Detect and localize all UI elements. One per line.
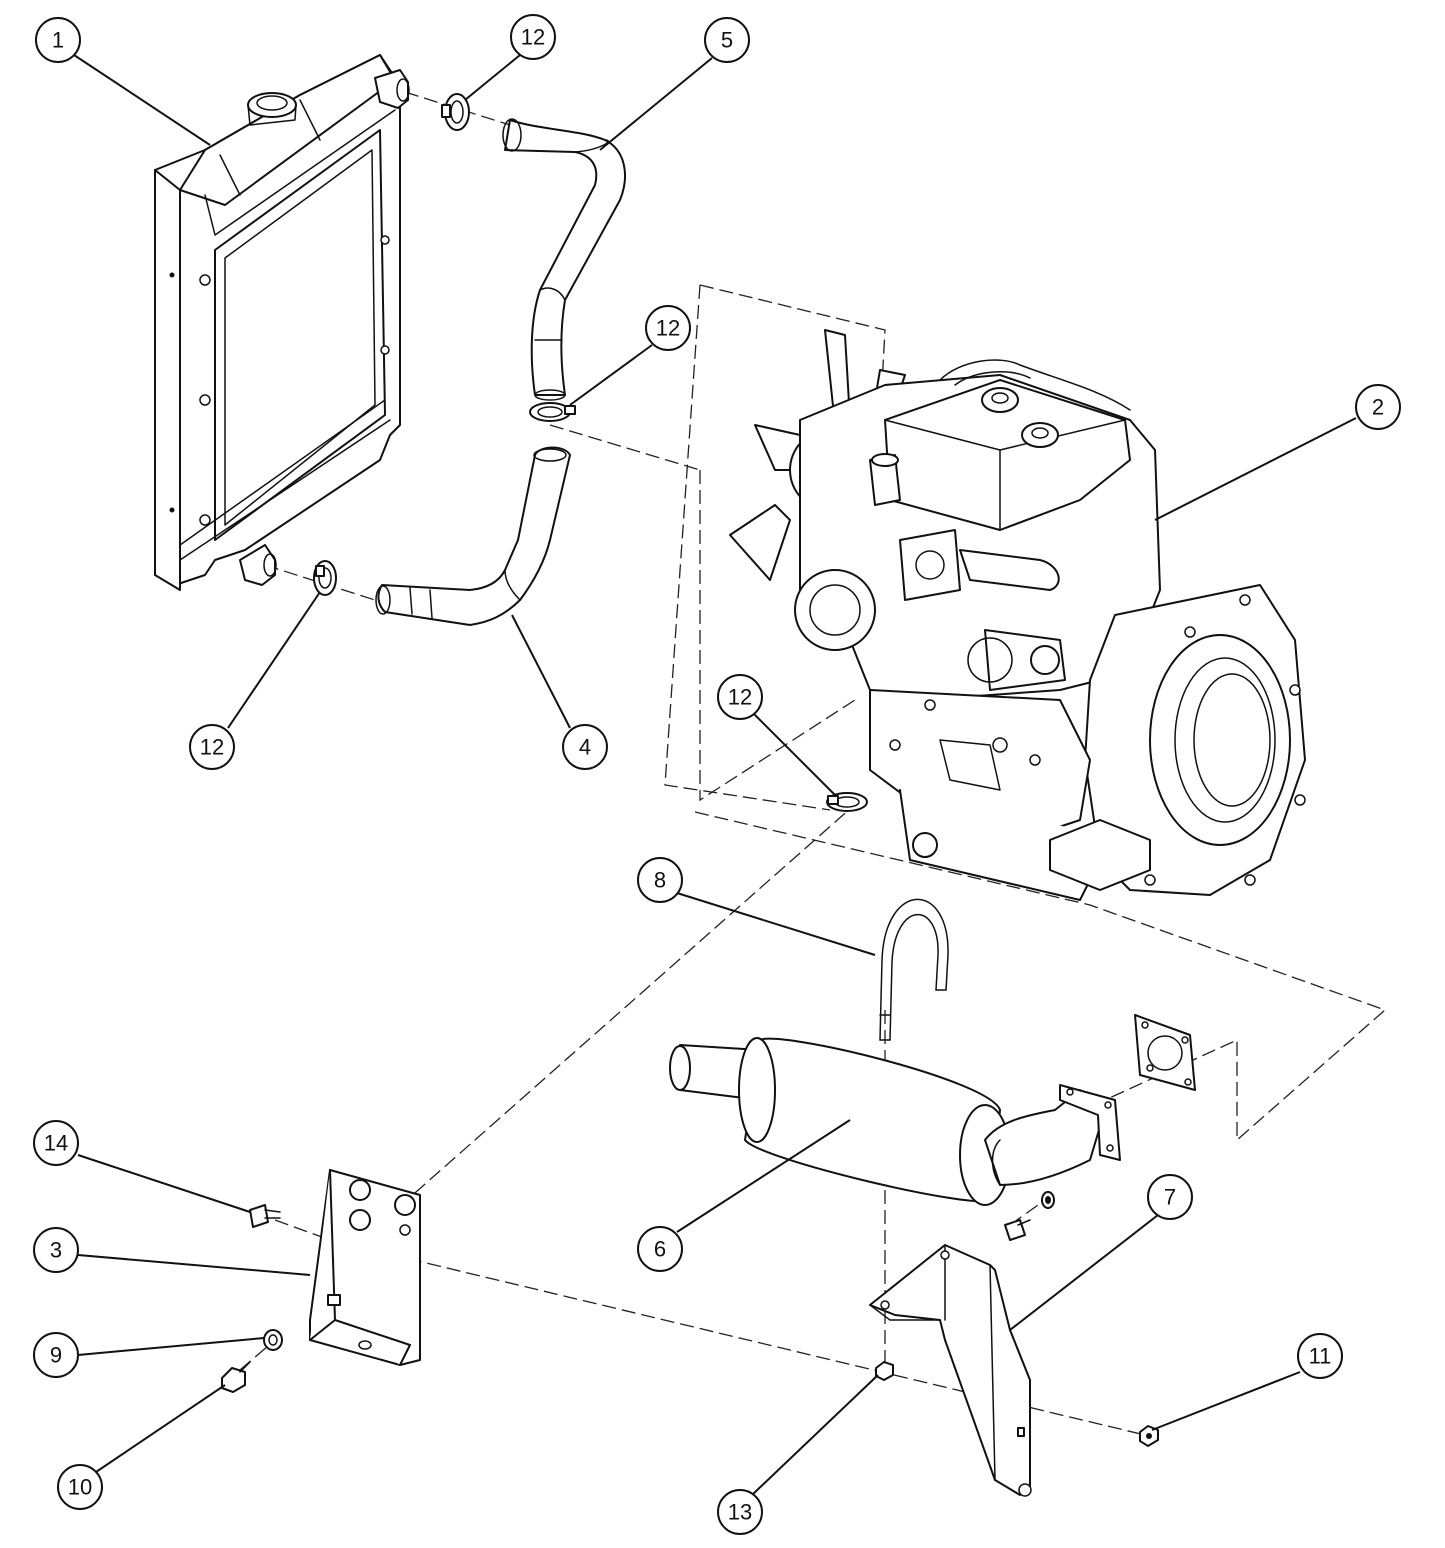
callout-4-label: 4 [579, 735, 591, 760]
callout-11-label: 11 [1309, 1344, 1332, 1369]
hose-clamp-engine [826, 792, 868, 812]
exhaust-gasket [1134, 1014, 1196, 1091]
callout-12-top: 12 [510, 14, 556, 60]
callout-12-bottom-label: 12 [200, 735, 224, 760]
callout-12-engine: 12 [717, 674, 763, 720]
bolt-10 [221, 1361, 251, 1393]
callout-6-label: 6 [654, 1237, 666, 1262]
hose-clamp-middle [529, 402, 576, 422]
washer-9 [263, 1329, 283, 1351]
callout-3-label: 3 [50, 1238, 62, 1263]
callout-13: 13 [717, 1489, 763, 1535]
hose-clamp-upper [441, 93, 470, 131]
callout-12-engine-label: 12 [728, 685, 752, 710]
callout-7-label: 7 [1164, 1185, 1176, 1210]
lower-radiator-hose [375, 446, 571, 626]
callout-1: 1 [35, 17, 81, 63]
assembly-dashed-lines [239, 91, 1387, 1436]
callout-10: 10 [57, 1464, 103, 1510]
callout-12-top-label: 12 [521, 25, 545, 50]
callout-9: 9 [33, 1332, 79, 1378]
leader-lines [73, 54, 1357, 1496]
muffler [669, 1037, 1121, 1206]
callout-5-label: 5 [721, 28, 733, 53]
callout-12-middle: 12 [645, 305, 691, 351]
muffler-bolt [1004, 1191, 1055, 1241]
callout-9-label: 9 [50, 1343, 62, 1368]
u-bolt [879, 898, 949, 1041]
callout-12-bottom: 12 [189, 724, 235, 770]
engine-mount-bracket [309, 1169, 421, 1366]
callout-14-label: 14 [44, 1131, 68, 1156]
callout-3: 3 [33, 1227, 79, 1273]
callout-2: 2 [1355, 384, 1401, 430]
callout-14: 14 [33, 1120, 79, 1166]
callout-13-label: 13 [728, 1500, 752, 1525]
callout-2-label: 2 [1372, 395, 1384, 420]
bolt-14 [249, 1204, 281, 1228]
callout-10-label: 10 [68, 1475, 92, 1500]
upper-radiator-hose [502, 118, 626, 401]
callout-12-middle-label: 12 [656, 316, 680, 341]
callout-1-label: 1 [52, 28, 64, 53]
muffler-bracket [869, 1244, 1032, 1497]
callout-8: 8 [637, 857, 683, 903]
callout-7: 7 [1147, 1174, 1193, 1220]
callout-11: 11 [1297, 1333, 1343, 1379]
callout-5: 5 [704, 17, 750, 63]
nut-13 [875, 1361, 894, 1381]
callout-8-label: 8 [654, 868, 666, 893]
engine [729, 329, 1306, 901]
radiator [154, 54, 410, 591]
callout-6: 6 [637, 1226, 683, 1272]
callout-4: 4 [562, 724, 608, 770]
nut-11 [1139, 1425, 1159, 1447]
hose-clamp-lower [313, 560, 337, 596]
